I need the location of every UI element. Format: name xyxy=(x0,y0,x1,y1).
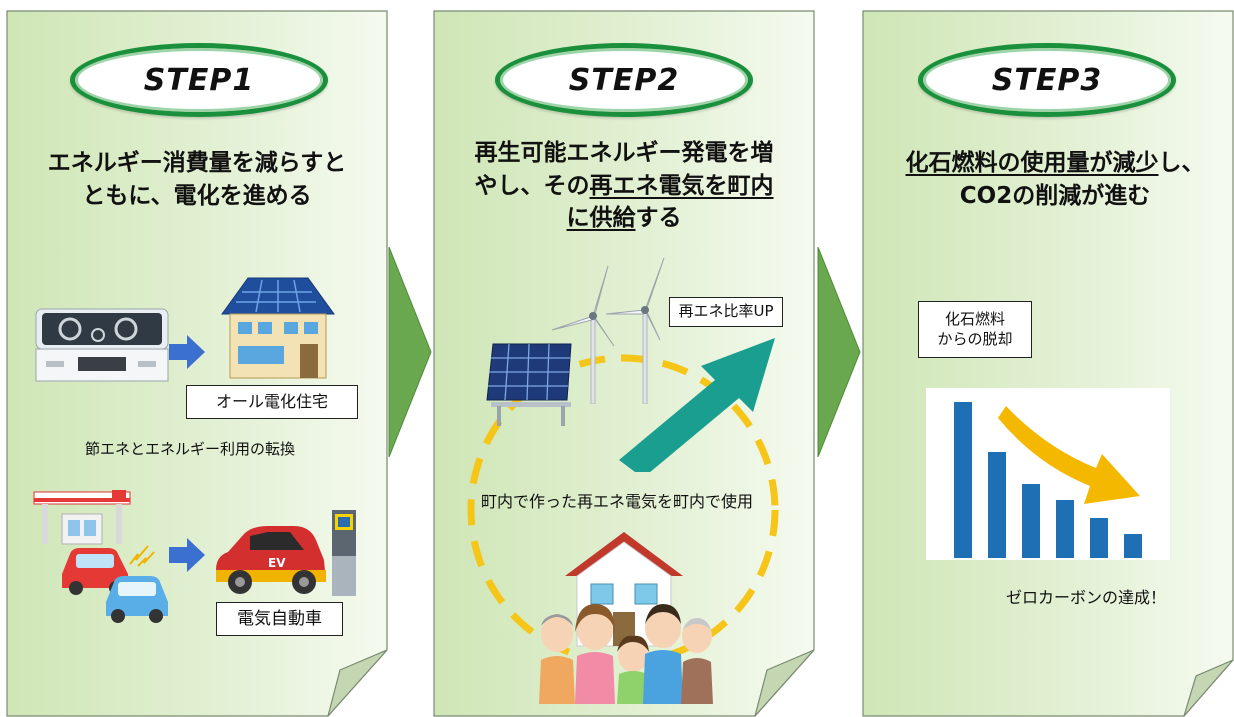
zero-carbon-text: ゼロカーボンの達成！ xyxy=(1006,588,1167,607)
step2-heading-line1: 再生可能エネルギー発電を増 xyxy=(474,140,774,166)
local-use-text: 町内で作った再エネ電気を町内で使用 xyxy=(481,492,754,511)
step2-title-oval: STEP2 xyxy=(495,43,753,117)
exhaust-icon xyxy=(129,545,155,567)
step2-panel: STEP2 再生可能エネルギー発電を増 やし、その再エネ電気を町内 に供給する … xyxy=(433,10,815,717)
bar-chart-icon xyxy=(926,388,1170,560)
step3-panel: STEP3 化石燃料の使用量が減少し、 CO2の削減が進む 化石燃料 からの脱却… xyxy=(862,10,1234,717)
renewable-ratio-label: 再エネ比率UP xyxy=(669,297,783,327)
step1-heading-line1: エネルギー消費量を減らすと xyxy=(47,150,347,176)
gas-stove-icon xyxy=(35,308,169,382)
fossil-line2: からの脱却 xyxy=(937,329,1013,348)
step1-panel: STEP1 エネルギー消費量を減らすと ともに、電化を進める オール電化住宅 節… xyxy=(6,10,388,717)
ev-badge: EV xyxy=(268,556,286,570)
step2-heading: 再生可能エネルギー発電を増 やし、その再エネ電気を町内 に供給する xyxy=(433,137,815,235)
chevron-arrow-2 xyxy=(817,247,861,457)
step2-heading-line2: やし、その再エネ電気を町内 xyxy=(474,172,774,199)
ev-car-icon: EV xyxy=(216,526,326,594)
all-electric-home-label: オール電化住宅 xyxy=(186,385,358,419)
ev-label: 電気自動車 xyxy=(216,602,343,636)
fossil-fuel-exit-box: 化石燃料 からの脱却 xyxy=(918,301,1032,358)
step1-title-oval: STEP1 xyxy=(70,43,328,117)
right-arrow-icon xyxy=(169,335,205,369)
down-arrow-icon xyxy=(998,406,1140,504)
solar-house-icon xyxy=(221,277,335,379)
blue-car-icon xyxy=(106,576,168,623)
charger-icon xyxy=(332,510,356,596)
step2-panel-background xyxy=(433,10,815,717)
red-car-icon xyxy=(62,548,128,595)
step3-heading-line2: CO2の削減が進む xyxy=(959,182,1151,209)
right-arrow-icon-2 xyxy=(169,538,205,572)
transition-text: 節エネとエネルギー利用の転換 xyxy=(85,440,296,458)
wind-turbine-icon xyxy=(551,257,665,404)
fossil-line1: 化石燃料 xyxy=(944,310,1005,328)
family-icon xyxy=(539,604,713,704)
gas-station-icon xyxy=(33,490,131,545)
step1-heading-line2: ともに、電化を進める xyxy=(82,182,312,209)
step3-title-oval: STEP3 xyxy=(918,43,1176,117)
solar-panel-icon xyxy=(486,343,572,426)
step1-heading: エネルギー消費量を減らすと ともに、電化を進める xyxy=(6,147,388,212)
step3-heading-line1: 化石燃料の使用量が減少し、 xyxy=(905,150,1205,176)
step2-heading-line3: に供給する xyxy=(566,205,682,232)
dashed-cycle-circle xyxy=(467,354,779,666)
upward-arrow-icon xyxy=(619,338,775,472)
step3-heading: 化石燃料の使用量が減少し、 CO2の削減が進む xyxy=(872,147,1234,212)
chevron-arrow-1 xyxy=(388,247,432,457)
